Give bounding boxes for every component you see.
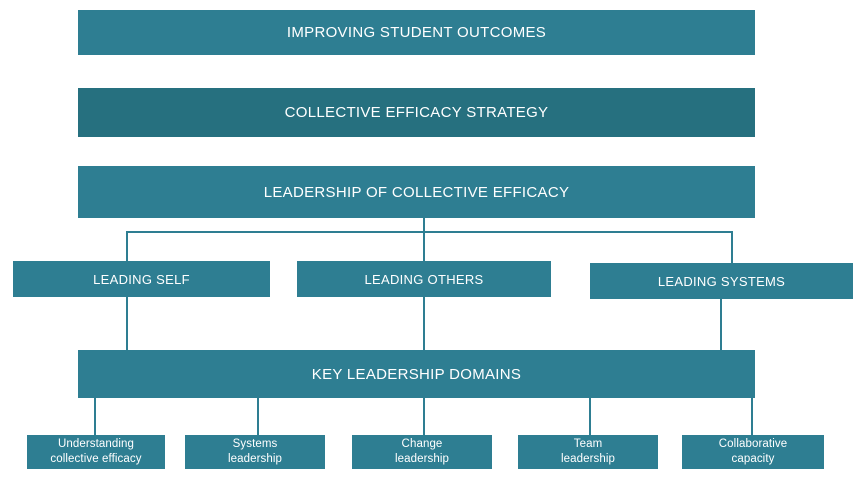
box-collaborative-capacity-line1: Collaborative — [718, 438, 788, 451]
box-understanding-collective-efficacy: Understanding collective efficacy — [27, 435, 165, 469]
box-change-leadership: Change leadership — [352, 435, 492, 469]
box-collaborative-capacity-line2: capacity — [731, 453, 775, 465]
connector-domains-to-collaborative — [751, 398, 753, 435]
box-team-leadership: Team leadership — [518, 435, 658, 469]
box-leading-others: LEADING OTHERS — [297, 261, 551, 297]
box-improving-student-outcomes-label: IMPROVING STUDENT OUTCOMES — [286, 24, 547, 41]
connector-horizontal — [126, 231, 733, 233]
box-leadership-of-collective-efficacy: LEADERSHIP OF COLLECTIVE EFFICACY — [78, 166, 755, 218]
connector-systems-to-domains — [720, 299, 722, 350]
connector-domains-to-understanding — [94, 398, 96, 435]
connector-stem — [423, 218, 425, 233]
box-key-leadership-domains: KEY LEADERSHIP DOMAINS — [78, 350, 755, 398]
connector-domains-to-team — [589, 398, 591, 435]
box-leadership-of-collective-efficacy-label: LEADERSHIP OF COLLECTIVE EFFICACY — [263, 183, 570, 201]
connector-drop-leading-self — [126, 231, 128, 261]
box-team-leadership-line1: Team — [573, 438, 603, 451]
box-leading-self-label: LEADING SELF — [93, 271, 190, 287]
connector-domains-to-systems — [257, 398, 259, 435]
box-collective-efficacy-strategy-label: COLLECTIVE EFFICACY STRATEGY — [284, 104, 549, 121]
box-team-leadership-line2: leadership — [560, 453, 616, 465]
connector-others-to-domains — [423, 297, 425, 350]
box-understanding-collective-efficacy-line1: Understanding — [57, 438, 135, 451]
box-improving-student-outcomes: IMPROVING STUDENT OUTCOMES — [78, 10, 755, 55]
box-understanding-collective-efficacy-line2: collective efficacy — [50, 453, 142, 465]
box-leading-systems-label: LEADING SYSTEMS — [657, 273, 786, 289]
box-systems-leadership: Systems leadership — [185, 435, 325, 469]
box-systems-leadership-line2: leadership — [227, 453, 283, 465]
box-change-leadership-line2: leadership — [394, 453, 450, 465]
connector-self-to-domains — [126, 297, 128, 350]
box-collaborative-capacity: Collaborative capacity — [682, 435, 824, 469]
box-leading-systems: LEADING SYSTEMS — [590, 263, 853, 299]
box-change-leadership-line1: Change — [401, 438, 443, 451]
connector-drop-leading-systems — [731, 231, 733, 263]
connector-domains-to-change — [423, 398, 425, 435]
box-systems-leadership-line1: Systems — [232, 438, 278, 451]
box-collective-efficacy-strategy: COLLECTIVE EFFICACY STRATEGY — [78, 88, 755, 137]
connector-drop-leading-others — [423, 231, 425, 261]
box-leading-self: LEADING SELF — [13, 261, 270, 297]
box-leading-others-label: LEADING OTHERS — [364, 271, 484, 287]
box-key-leadership-domains-label: KEY LEADERSHIP DOMAINS — [311, 365, 522, 383]
